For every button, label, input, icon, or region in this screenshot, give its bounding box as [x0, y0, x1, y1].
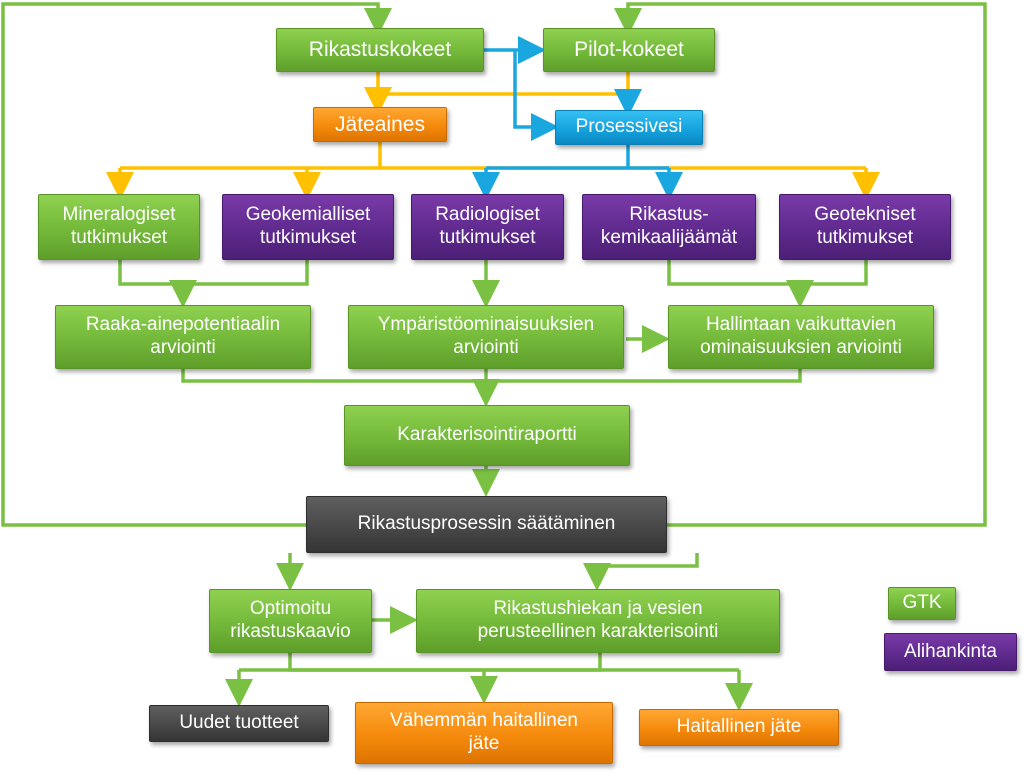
haitallinen-jate-box: Haitallinen jäte	[639, 709, 839, 746]
prosessivesi-box: Prosessivesi	[555, 110, 703, 145]
green-merge-outputs	[288, 653, 602, 672]
optimoitu-box: Optimoitu rikastuskaavio	[209, 589, 372, 653]
raaka-aine-box: Raaka-ainepotentiaalin arviointi	[55, 305, 311, 369]
rikastuskemikaali-box: Rikastus- kemikaalijäämät	[582, 194, 756, 260]
mineralogiset-box: Mineralogiset tutkimukset	[38, 194, 200, 260]
green-merge-right	[667, 260, 868, 286]
jateaines-box: Jäteaines	[313, 107, 447, 142]
legend-gtk: GTK	[888, 587, 956, 620]
karakterisointiraportti-box: Karakterisointiraportti	[344, 405, 630, 466]
green-arrow-rikastushiekka	[583, 553, 699, 591]
feedback-loop-right	[614, 2, 987, 527]
ymparisto-box: Ympäristöominaisuuksien arviointi	[348, 305, 624, 369]
hallinta-box: Hallintaan vaikuttavien ominaisuuksien a…	[668, 305, 934, 369]
radiologiset-box: Radiologiset tutkimukset	[411, 194, 564, 260]
rikastuskokeet-box: Rikastuskokeet	[276, 28, 484, 72]
vahemman-haitallinen-box: Vähemmän haitallinen jäte	[355, 702, 613, 764]
geotekniset-box: Geotekniset tutkimukset	[779, 194, 951, 260]
green-merge-left	[118, 260, 309, 286]
blue-arrow-prosessivesi-1	[513, 50, 559, 141]
pilot-kokeet-box: Pilot-kokeet	[543, 28, 715, 72]
rikastushiekka-box: Rikastushiekan ja vesien perusteellinen …	[416, 589, 780, 653]
geokemialliset-box: Geokemialliset tutkimukset	[222, 194, 394, 260]
legend-alihankinta: Alihankinta	[884, 633, 1017, 671]
feedback-loop-left	[1, 2, 392, 527]
saataminen-box: Rikastusprosessin säätäminen	[306, 496, 667, 553]
green-merge-report	[181, 369, 802, 383]
uudet-tuotteet-box: Uudet tuotteet	[149, 705, 329, 742]
